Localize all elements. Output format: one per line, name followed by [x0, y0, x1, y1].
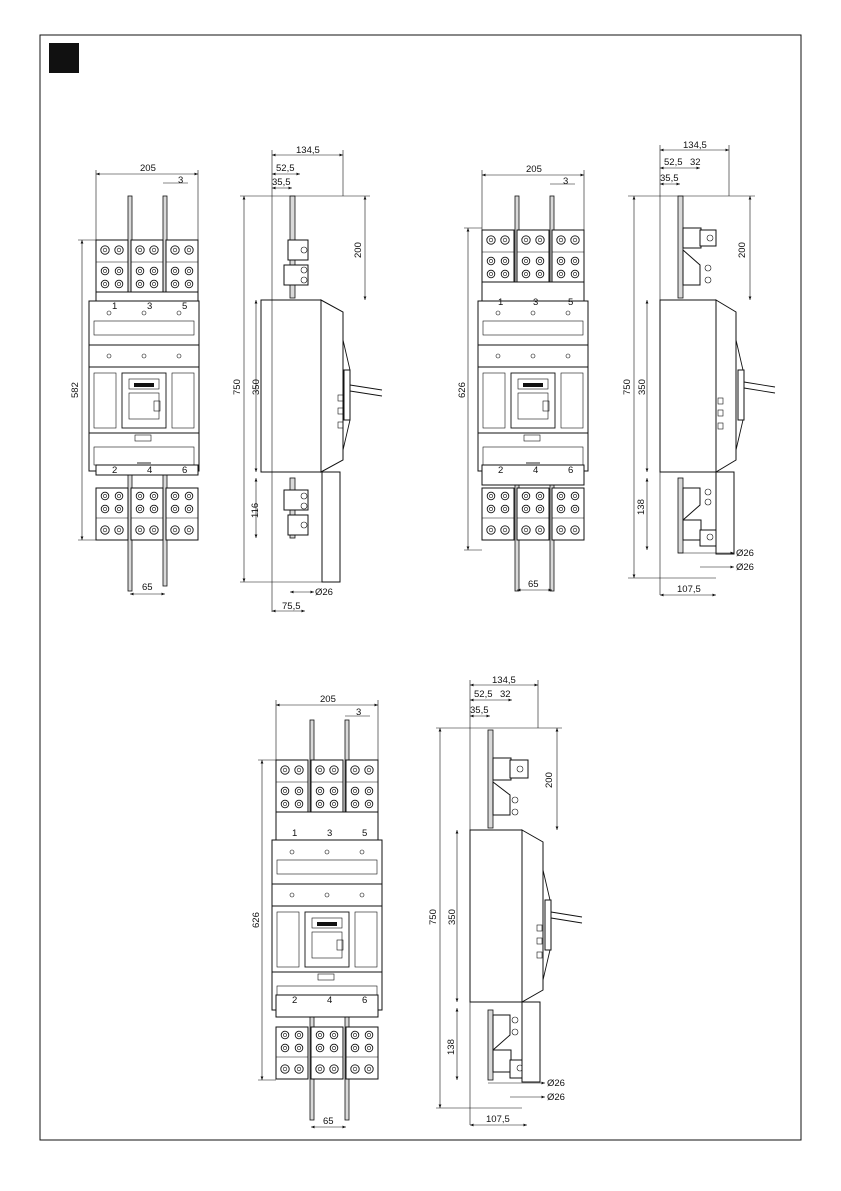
svg-text:2: 2: [292, 995, 297, 1006]
dim-top: 200: [544, 772, 555, 788]
dim-width: 205: [320, 694, 336, 705]
svg-text:3: 3: [147, 301, 152, 312]
svg-text:2: 2: [112, 465, 117, 476]
svg-text:6: 6: [568, 465, 573, 476]
side-view-1: 134,5 52,5 35,5 200 750 350 116 Ø26 75,5: [232, 145, 382, 612]
dim-dia-2: Ø26: [547, 1092, 565, 1103]
dim-dia-2: Ø26: [736, 562, 754, 573]
svg-text:4: 4: [533, 465, 538, 476]
svg-text:1: 1: [112, 301, 117, 312]
dim-gap: 3: [563, 176, 568, 187]
dim-d3: 32: [500, 689, 511, 700]
dim-d2: 35,5: [470, 705, 489, 716]
dim-dia: Ø26: [315, 587, 333, 598]
svg-text:1: 1: [292, 828, 297, 839]
side-view-2: 134,5 52,5 32 35,5 200 750 350 138 Ø26 Ø…: [622, 140, 775, 595]
dim-dia-1: Ø26: [547, 1078, 565, 1089]
dim-height: 626: [251, 912, 262, 928]
side-view-3: 134,5 52,5 32 35,5 200 750 350 138 Ø26 Ø…: [428, 675, 582, 1125]
dim-gap: 3: [356, 707, 361, 718]
dim-height: 582: [70, 382, 81, 398]
dim-d2: 35,5: [272, 177, 291, 188]
dim-top: 200: [737, 242, 748, 258]
dim-total: 750: [622, 379, 633, 395]
dim-body: 350: [637, 379, 648, 395]
svg-text:1: 1: [498, 297, 503, 308]
dim-body: 350: [251, 379, 262, 395]
svg-text:6: 6: [362, 995, 367, 1006]
dim-total: 750: [428, 909, 439, 925]
dim-width: 205: [526, 164, 542, 175]
dim-top: 200: [353, 242, 364, 258]
dim-height: 626: [457, 382, 468, 398]
dim-d2: 35,5: [660, 173, 679, 184]
svg-text:4: 4: [147, 465, 152, 476]
dim-d1: 52,5: [276, 163, 295, 174]
svg-text:2: 2: [498, 465, 503, 476]
svg-text:3: 3: [327, 828, 332, 839]
svg-text:5: 5: [568, 297, 573, 308]
front-view-2: 1 3 5 2 4 6 205 3 626 65: [457, 164, 588, 591]
svg-text:4: 4: [327, 995, 332, 1006]
dim-d1: 52,5: [664, 157, 683, 168]
dim-base: 107,5: [486, 1114, 510, 1125]
dim-dia-1: Ø26: [736, 548, 754, 559]
svg-text:6: 6: [182, 465, 187, 476]
dim-gap: 3: [178, 175, 183, 186]
dim-bottom: 116: [250, 503, 261, 518]
svg-text:5: 5: [362, 828, 367, 839]
dim-d1: 52,5: [474, 689, 493, 700]
dim-total: 750: [232, 379, 243, 395]
dim-pitch: 65: [142, 582, 153, 593]
front-view-3: 1 3 5 2 4 6 205 3 626 65: [251, 694, 382, 1127]
dim-pitch: 65: [528, 579, 539, 590]
dim-width: 205: [140, 163, 156, 174]
dim-base: 107,5: [677, 584, 701, 595]
dim-pitch: 65: [323, 1116, 334, 1127]
dim-depth: 134,5: [683, 140, 707, 151]
dim-depth: 134,5: [296, 145, 320, 156]
svg-text:3: 3: [533, 297, 538, 308]
dim-bottom: 138: [446, 1039, 457, 1055]
dim-body: 350: [447, 909, 458, 925]
dim-depth: 134,5: [492, 675, 516, 686]
svg-text:5: 5: [182, 301, 187, 312]
dim-base: 75,5: [282, 601, 301, 612]
front-view-1: 1 3 5 2 4 6 205 3 582 65: [70, 163, 199, 594]
dim-bottom: 138: [636, 499, 647, 515]
dim-d3: 32: [690, 157, 701, 168]
corner-marker: [49, 43, 79, 73]
